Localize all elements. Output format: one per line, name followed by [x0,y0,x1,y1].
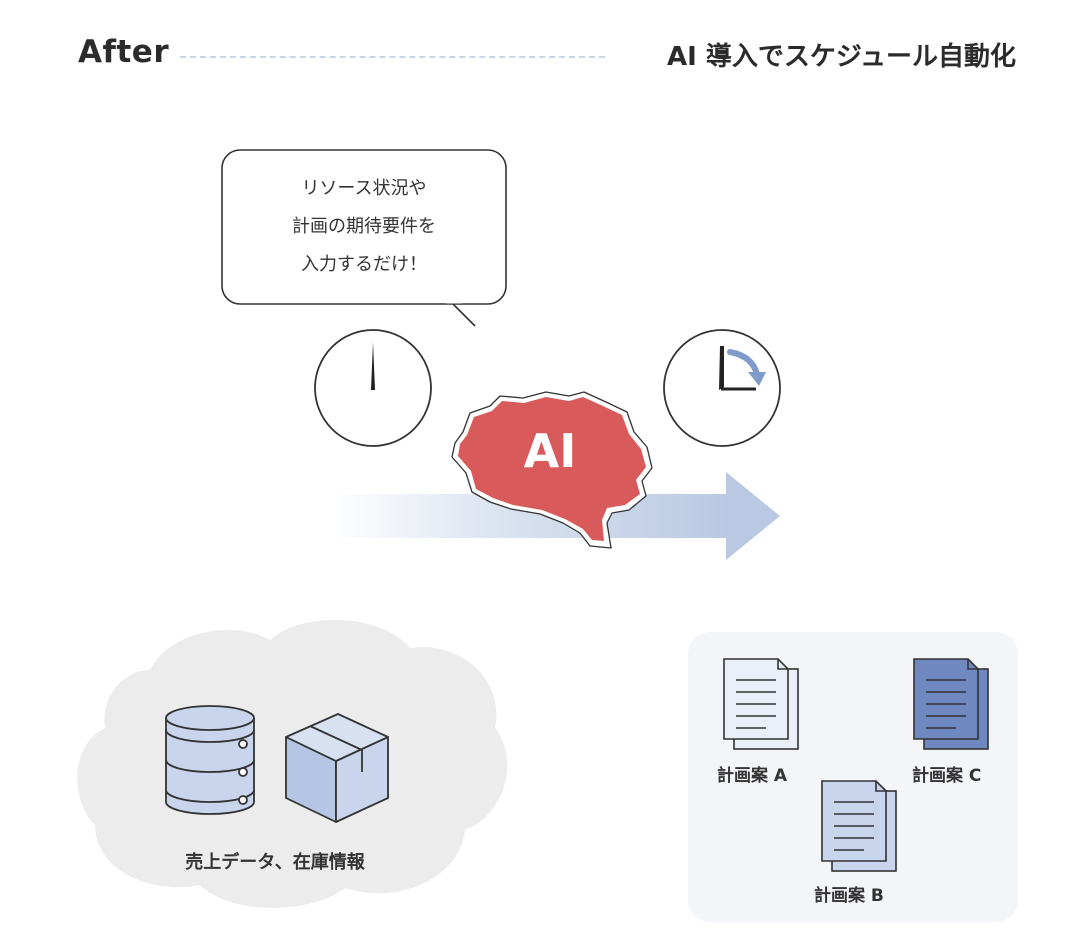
box-icon [285,713,389,823]
ai-brain-badge [451,391,653,549]
after-label: After [78,34,170,70]
document-icon [723,658,799,750]
document-icon [821,780,897,872]
plan-c-label: 計画案 C [912,766,982,786]
database-icon [165,705,255,815]
speech-bubble-line: 入力するだけ！ [301,254,427,275]
ai-label: AI [523,424,577,478]
clock-start-icon [314,329,432,447]
clock-short-icon [663,329,781,447]
plan-a-label: 計画案 A [717,766,788,786]
speech-bubble [221,149,507,327]
header-divider [180,56,605,58]
speech-bubble-text: リソース状況や 計画の期待要件を 入力するだけ！ [222,170,506,284]
document-icon [913,658,989,750]
speech-bubble-line: リソース状況や [301,178,427,199]
speech-bubble-line: 計画の期待要件を [292,216,436,237]
plan-b-label: 計画案 B [814,886,884,906]
data-source-label: 売上データ、在庫情報 [185,852,365,873]
page-title: AI 導入でスケジュール自動化 [666,42,1016,72]
